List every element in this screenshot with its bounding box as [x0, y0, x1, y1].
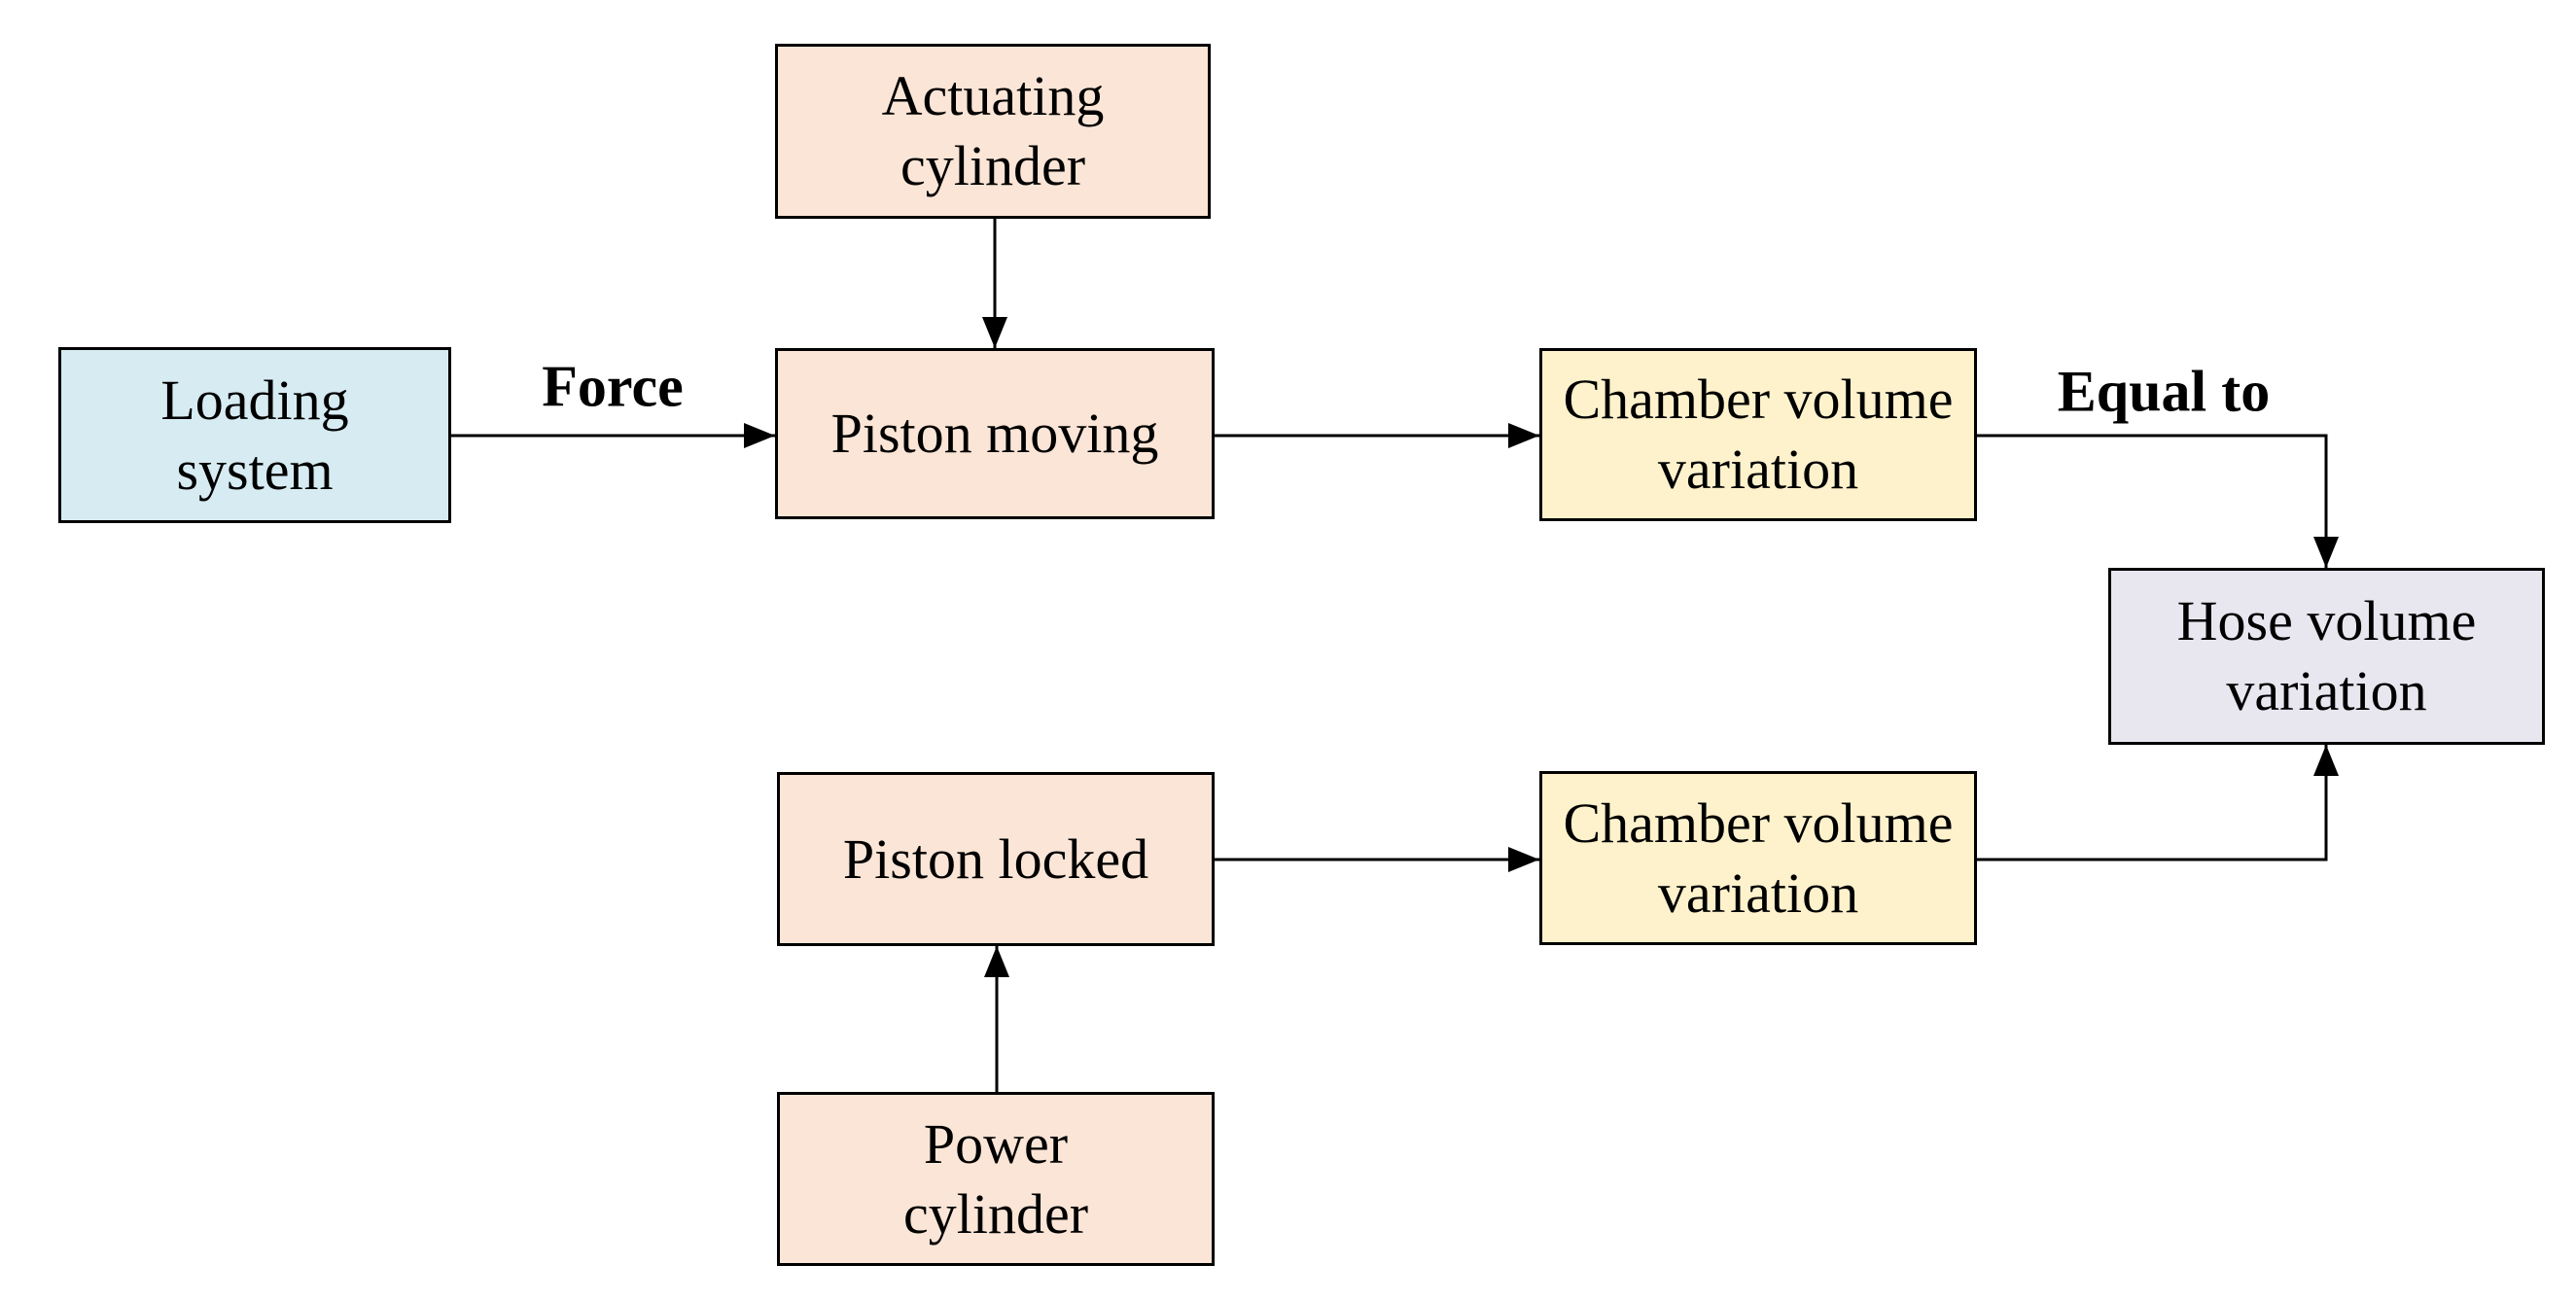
chamber-volume-variation-top-label: variation — [1657, 438, 1859, 501]
power-cylinder-label: Power — [923, 1111, 1069, 1176]
chamber-volume-variation-top-label: Chamber volume — [1563, 368, 1954, 432]
edge-chamber-bottom-to-hose-volume — [1977, 745, 2339, 861]
hose-volume-variation-label: variation — [2226, 659, 2427, 722]
power-cylinder-label: cylinder — [902, 1181, 1089, 1246]
loading-system-label: Loading — [160, 368, 349, 432]
piston-moving-label: Piston moving — [830, 402, 1159, 466]
chamber-volume-variation-bottom-label: variation — [1657, 861, 1859, 925]
chamber-volume-variation-bottom-label: Chamber volume — [1563, 791, 1954, 855]
loading-system-label: system — [176, 438, 334, 502]
actuating-cylinder-label: Actuating — [881, 64, 1105, 128]
edge-chamber-top-to-hose-volume — [1977, 434, 2339, 568]
actuating-cylinder-label: cylinder — [900, 134, 1086, 197]
equal-to-label: Equal to — [2057, 359, 2271, 424]
piston-locked-label: Piston locked — [842, 826, 1149, 891]
hose-volume-variation-label: Hose volume — [2176, 589, 2477, 653]
force-label: Force — [542, 354, 684, 419]
piston-moving-node: Piston moving — [775, 348, 1215, 519]
piston-locked-node: Piston locked — [777, 772, 1215, 946]
